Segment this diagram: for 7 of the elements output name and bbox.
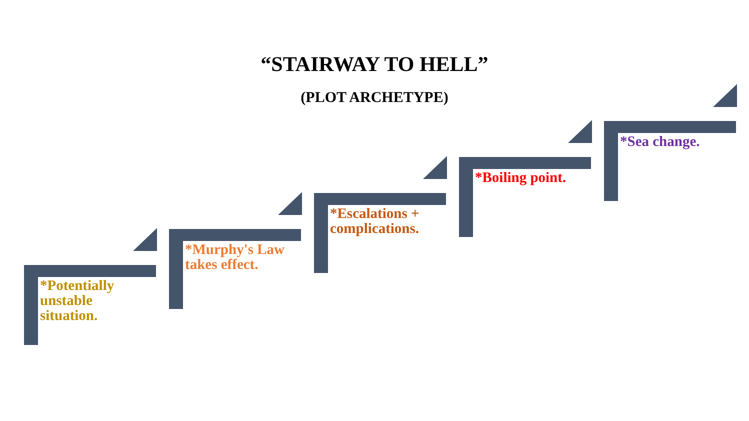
step-text: *Potentially unstable situation.	[40, 279, 116, 324]
step-text: *Murphy's Law takes effect.	[185, 243, 286, 273]
step-text: *Boiling point.	[475, 171, 568, 186]
step-text: *Sea change.	[620, 135, 701, 150]
step-text: *Escalations + complications.	[330, 207, 420, 237]
subtitle: (PLOT ARCHETYPE)	[300, 90, 448, 107]
title: “STAIRWAY TO HELL”	[260, 52, 488, 77]
